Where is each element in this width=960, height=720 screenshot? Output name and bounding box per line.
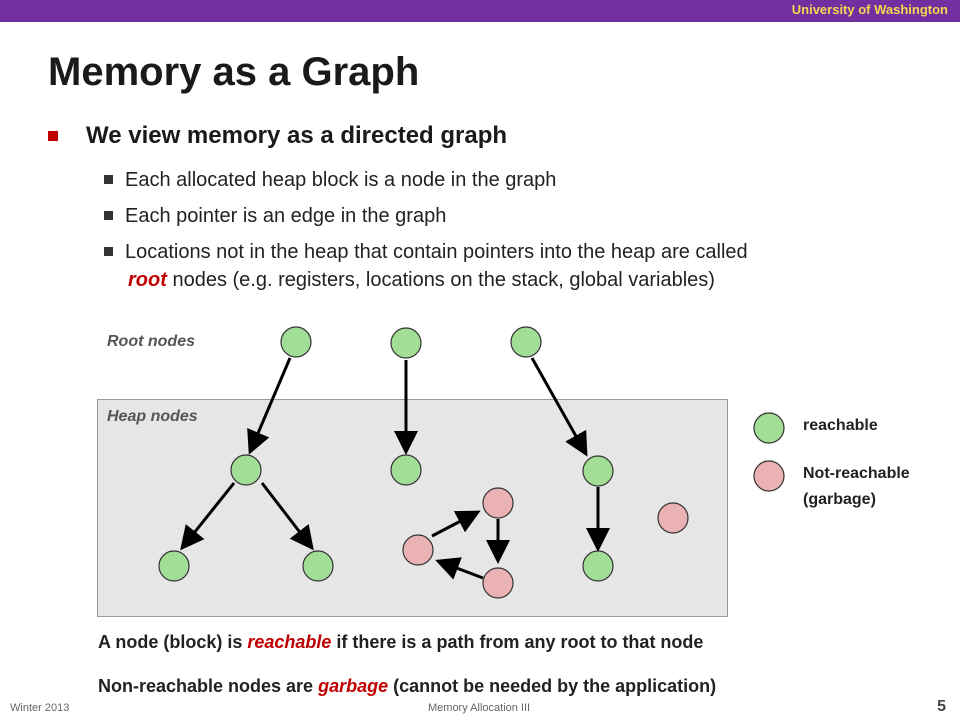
bullet-icon — [104, 175, 113, 184]
institution-name: University of Washington — [791, 2, 948, 17]
heap-node-reachable — [582, 455, 614, 487]
heap-nodes-label: Heap nodes — [107, 408, 198, 425]
root-node-2 — [390, 327, 422, 359]
edge-root1-heap1 — [247, 357, 292, 455]
sub-bullet-1: Each allocated heap block is a node in t… — [104, 166, 556, 194]
root-node-1 — [280, 326, 312, 358]
edge-heap1-leaf2 — [260, 482, 314, 551]
heap-node-reachable — [302, 550, 334, 582]
heap-node-reachable — [230, 454, 262, 486]
heap-node-garbage — [657, 502, 689, 534]
sub-bullet-3: Locations not in the heap that contain p… — [104, 238, 748, 294]
legend-reachable-swatch — [753, 412, 785, 444]
reachable-definition: A node (block) is reachable if there is … — [98, 632, 704, 652]
main-bullet-text: We view memory as a directed graph — [86, 122, 508, 149]
page-number: 5 — [937, 698, 946, 715]
edge-root3-heap3 — [530, 357, 588, 457]
root-nodes-label: Root nodes — [107, 333, 195, 350]
heap-node-reachable — [158, 550, 190, 582]
main-bullet: We view memory as a directed graph — [48, 122, 507, 150]
legend-garbage-label: Not-reachable (garbage) — [803, 465, 910, 508]
bullet-icon — [104, 211, 113, 220]
footer-lecture: Memory Allocation III — [428, 702, 531, 714]
slide-title: Memory as a Graph — [48, 50, 420, 94]
heap-node-reachable — [582, 550, 614, 582]
bullet-icon — [104, 247, 113, 256]
heap-node-garbage — [482, 567, 514, 599]
sub-bullet-2: Each pointer is an edge in the graph — [104, 202, 446, 230]
heap-node-reachable — [390, 454, 422, 486]
heap-node-garbage — [482, 487, 514, 519]
legend-reachable-label: reachable — [803, 417, 878, 434]
bullet-square-icon — [48, 131, 58, 141]
header-bar: University of Washington — [0, 0, 960, 22]
edge-heap1-leaf1 — [180, 482, 236, 551]
root-node-3 — [510, 326, 542, 358]
footer-term: Winter 2013 — [10, 702, 70, 714]
root-term: root — [128, 269, 167, 291]
edge-g3-g1 — [431, 510, 481, 538]
heap-node-garbage — [402, 534, 434, 566]
garbage-definition: Non-reachable nodes are garbage (cannot … — [98, 676, 717, 696]
edge-g2-g3 — [435, 557, 484, 580]
legend-garbage-swatch — [753, 460, 785, 492]
